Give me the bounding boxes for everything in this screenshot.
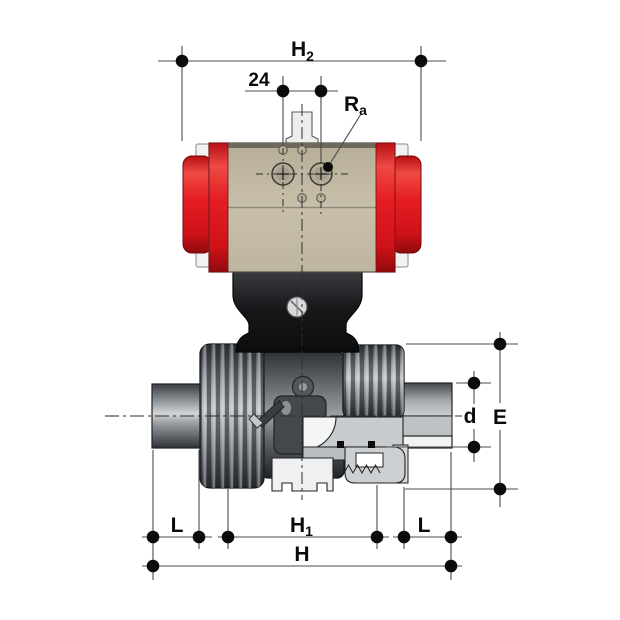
section-thread	[343, 463, 381, 475]
dim-label-l-right: L	[418, 514, 431, 537]
actuator-cap-left	[182, 155, 213, 254]
actuator-cap-right	[391, 155, 422, 254]
dim-label-24: 24	[248, 70, 270, 91]
o-ring-left	[337, 441, 344, 448]
centerlines	[105, 104, 462, 500]
ra-leader-line	[327, 113, 362, 168]
dimension-dots	[146, 54, 507, 573]
dim-label-h: H	[294, 543, 309, 566]
dim-label-h2: H2	[291, 38, 314, 64]
dim-label-e: E	[493, 406, 507, 429]
actuator-valve-adapter	[232, 271, 363, 353]
air-port-left	[271, 162, 295, 186]
section-slot	[355, 452, 384, 468]
actuator-red-band-right	[375, 142, 396, 273]
ra-leader-dot	[323, 162, 333, 172]
dim-label-ra: Ra	[344, 93, 367, 118]
padlock-tab	[291, 375, 315, 399]
o-ring-right	[368, 441, 375, 448]
adapter-screw	[286, 296, 308, 318]
union-nut-right	[342, 344, 405, 419]
dim-label-h1: H1	[290, 514, 313, 539]
actuator-small-ports	[278, 145, 326, 203]
dim-label-l-left: L	[171, 514, 184, 537]
dimension-lines	[142, 46, 518, 580]
locking-clip-tip	[248, 413, 264, 429]
section-cutaway	[271, 416, 409, 492]
dim-label-d: d	[464, 405, 477, 428]
actuator-red-band-left	[208, 142, 229, 273]
